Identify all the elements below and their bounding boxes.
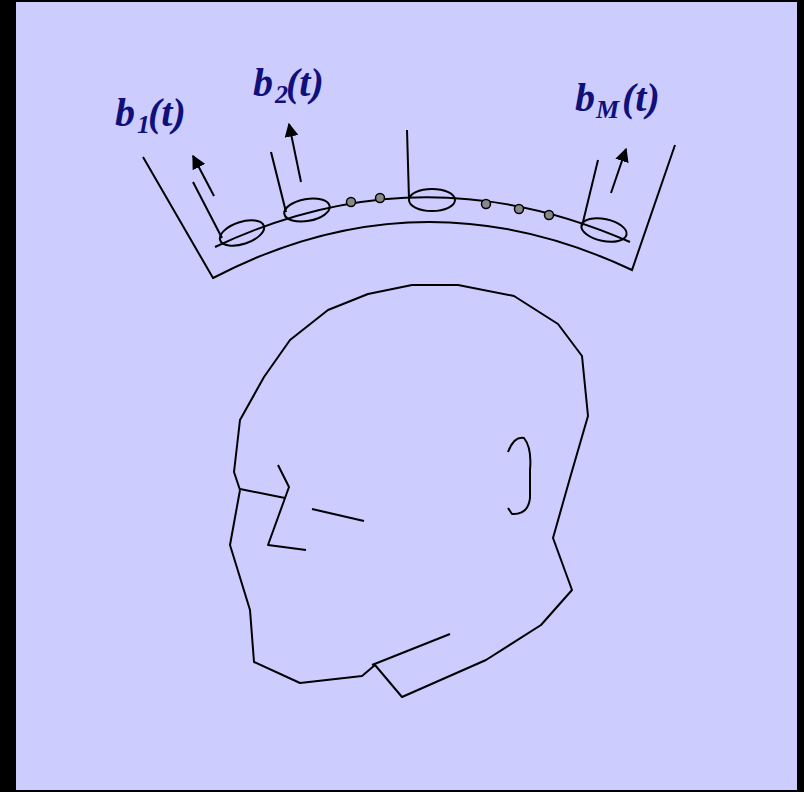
ellipsis-dots [347, 194, 554, 220]
signal-argument: (t) [286, 63, 324, 103]
signal-name: b [115, 93, 135, 133]
head-outline [230, 285, 588, 697]
background [16, 2, 797, 790]
signal-name: b [575, 78, 595, 118]
signal-argument: (t) [622, 78, 660, 118]
signal-argument: (t) [148, 93, 186, 133]
sensor-coils [193, 124, 629, 251]
signal-name: b [253, 63, 273, 103]
signal-subscript: M [596, 97, 619, 123]
